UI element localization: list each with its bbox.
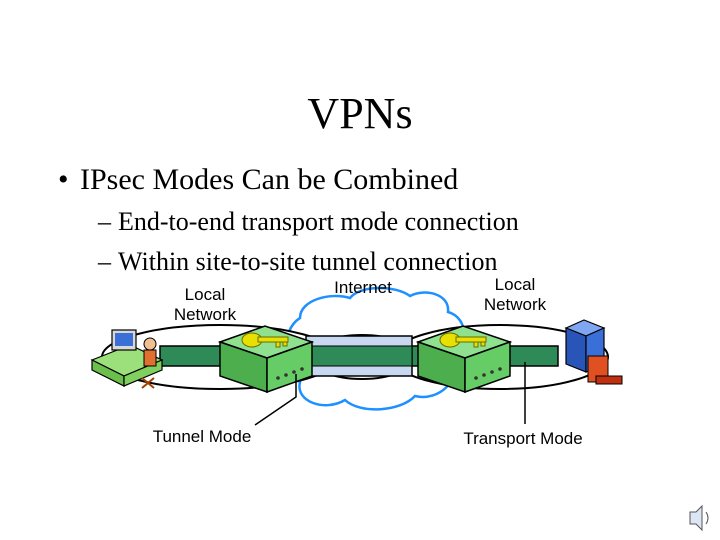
tunnel-mode-pointer bbox=[254, 374, 297, 426]
local-network-left-line2: Network bbox=[173, 305, 237, 324]
local-network-right-line1: Local bbox=[494, 275, 536, 294]
local-network-left-label: Local Network bbox=[152, 285, 258, 325]
local-network-right-label: Local Network bbox=[462, 275, 568, 315]
main-bullet: • IPsec Modes Can be Combined bbox=[58, 163, 458, 197]
main-bullet-text: IPsec Modes Can be Combined bbox=[80, 163, 459, 196]
dash: – bbox=[98, 207, 111, 236]
local-network-right-line2: Network bbox=[483, 295, 547, 314]
speaker-icon bbox=[689, 504, 709, 532]
slide-title: VPNs bbox=[307, 89, 413, 138]
server-icon bbox=[564, 319, 623, 385]
tunnel-mode-label: Tunnel Mode bbox=[152, 427, 252, 446]
sub-bullet-2: –Within site-to-site tunnel connection bbox=[98, 247, 497, 277]
key-icon bbox=[241, 332, 289, 348]
local-network-left-line1: Local bbox=[184, 285, 226, 304]
dash: – bbox=[98, 247, 111, 276]
transport-mode-label: Transport Mode bbox=[463, 429, 583, 448]
key-icon bbox=[439, 332, 487, 348]
sub-bullet-1-text: End-to-end transport mode connection bbox=[118, 207, 519, 236]
sub-bullet-1: –End-to-end transport mode connection bbox=[98, 207, 519, 237]
vpn-gateway-icon bbox=[415, 325, 513, 394]
internet-label: Internet bbox=[334, 278, 392, 297]
tunnel-inner-pipe bbox=[305, 345, 413, 367]
bullet-dot: • bbox=[58, 163, 69, 196]
user-workstation-icon bbox=[90, 329, 164, 389]
sub-bullet-2-text: Within site-to-site tunnel connection bbox=[118, 247, 498, 276]
